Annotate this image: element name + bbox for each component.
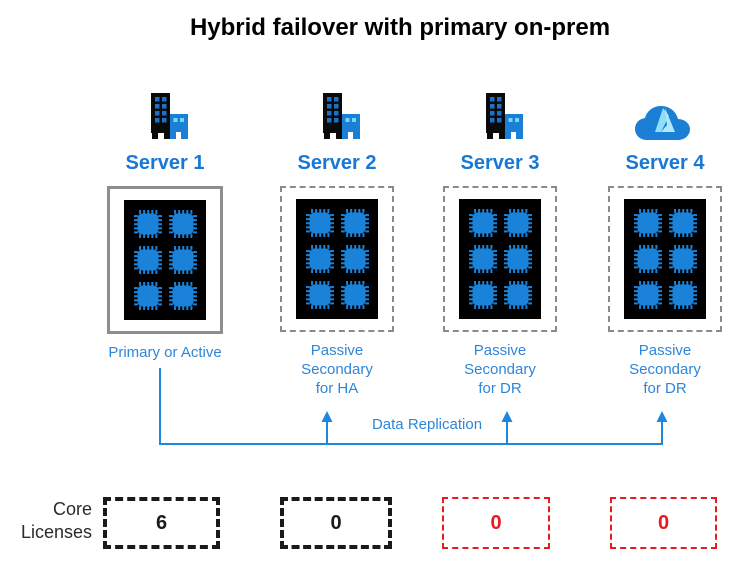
cpu-chip-icon xyxy=(504,281,532,309)
cpu-chip-icon xyxy=(169,246,197,274)
on-prem-building-icon xyxy=(90,80,240,144)
server-name: Server 3 xyxy=(460,152,540,174)
cpu-panel xyxy=(459,199,541,319)
cpu-chip-icon xyxy=(134,210,162,238)
server-role: Passive Secondary for DR xyxy=(629,342,701,397)
core-license-count-server1: 6 xyxy=(103,497,220,549)
server-box-passive xyxy=(443,186,557,332)
cpu-panel xyxy=(124,200,206,320)
cpu-chip-icon xyxy=(469,281,497,309)
server-box-passive xyxy=(608,186,722,332)
cpu-chip-icon xyxy=(469,245,497,273)
cpu-chip-icon xyxy=(634,209,662,237)
cpu-chip-icon xyxy=(469,209,497,237)
diagram-title: Hybrid failover with primary on-prem xyxy=(189,14,611,41)
on-prem-building-icon xyxy=(425,80,575,144)
cpu-chip-icon xyxy=(306,209,334,237)
core-license-count-server3: 0 xyxy=(442,497,550,549)
cpu-chip-icon xyxy=(306,245,334,273)
cpu-chip-icon xyxy=(504,245,532,273)
cpu-chip-icon xyxy=(169,282,197,310)
azure-cloud-icon xyxy=(590,80,738,144)
cpu-chip-icon xyxy=(341,209,369,237)
server-column-3: Server 3 Passive Secondary for DR xyxy=(425,80,575,398)
cpu-chip-icon xyxy=(341,281,369,309)
server-box-passive xyxy=(280,186,394,332)
cpu-chip-icon xyxy=(169,210,197,238)
cpu-chip-icon xyxy=(504,209,532,237)
server-name: Server 1 xyxy=(125,152,205,174)
core-license-count-server4: 0 xyxy=(610,497,717,549)
cpu-chip-icon xyxy=(669,281,697,309)
data-replication-label: Data Replication xyxy=(371,416,483,433)
core-license-count-server2: 0 xyxy=(280,497,392,549)
cpu-panel xyxy=(624,199,706,319)
server-role: Passive Secondary for HA xyxy=(301,342,373,397)
cpu-chip-icon xyxy=(634,245,662,273)
server-column-4: Server 4 Passive Secondary for DR xyxy=(590,80,738,398)
server-column-2: Server 2 Passive Secondary for HA xyxy=(262,80,412,398)
server-role: Passive Secondary for DR xyxy=(464,342,536,397)
cpu-chip-icon xyxy=(669,209,697,237)
cpu-chip-icon xyxy=(341,245,369,273)
cpu-chip-icon xyxy=(134,282,162,310)
cpu-chip-icon xyxy=(306,281,334,309)
cpu-panel xyxy=(296,199,378,319)
cpu-chip-icon xyxy=(134,246,162,274)
core-licenses-label: Core Licenses xyxy=(20,499,92,542)
on-prem-building-icon xyxy=(262,80,412,144)
server-role: Primary or Active xyxy=(108,344,222,361)
server-name: Server 2 xyxy=(297,152,377,174)
server-name: Server 4 xyxy=(625,152,705,174)
cpu-chip-icon xyxy=(634,281,662,309)
server-column-1: Server 1 Primary or Active xyxy=(90,80,240,362)
cpu-chip-icon xyxy=(669,245,697,273)
server-box-active xyxy=(107,186,223,334)
